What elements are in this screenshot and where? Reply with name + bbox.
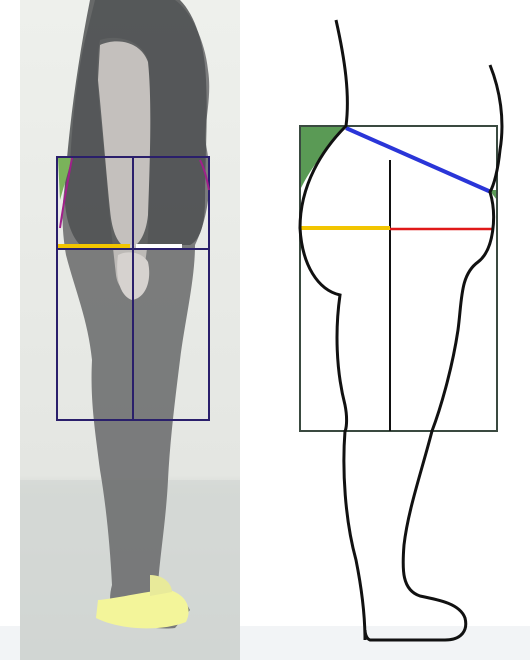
body-outline-front [300, 20, 365, 640]
thigh-box [300, 126, 497, 431]
waist-line [346, 128, 491, 192]
body-outline-back [365, 65, 502, 640]
shaded-region-front [300, 126, 346, 190]
right-drawing-panel [300, 20, 502, 640]
left-photo-panel [20, 0, 240, 660]
